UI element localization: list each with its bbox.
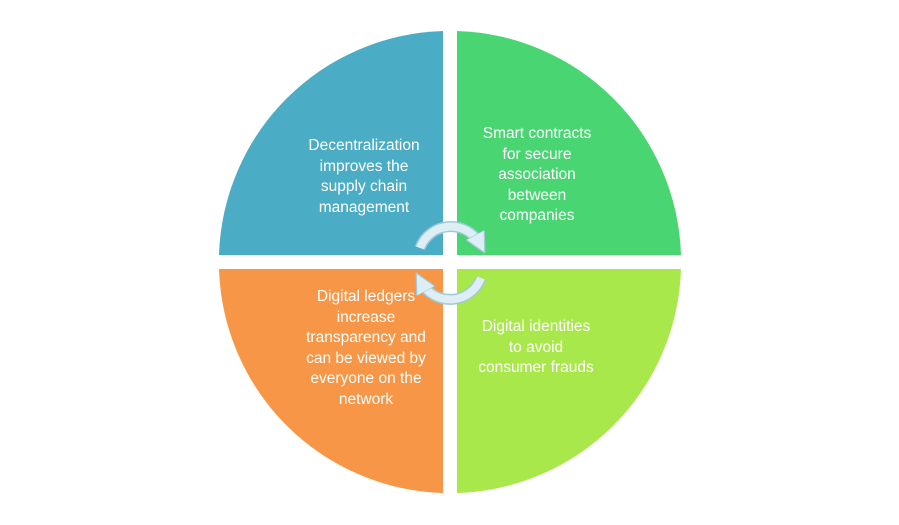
- quadrant-bottom-right-label: Digital identities to avoid consumer fra…: [478, 318, 594, 376]
- quadrant-bottom-left-label: Digital ledgers increase transparency an…: [306, 288, 426, 408]
- quadrant-top-right-label: Smart contracts for secure association b…: [482, 125, 592, 224]
- quadrant-top-right: [457, 31, 681, 255]
- quadrant-top-left-label: Decentralization improves the supply cha…: [308, 137, 420, 216]
- quadrant-bottom-right: [457, 269, 681, 493]
- cycle-arrows-icon: [414, 221, 487, 305]
- quadrant-top-left: [219, 31, 443, 255]
- quadrant-bottom-left: [219, 269, 443, 493]
